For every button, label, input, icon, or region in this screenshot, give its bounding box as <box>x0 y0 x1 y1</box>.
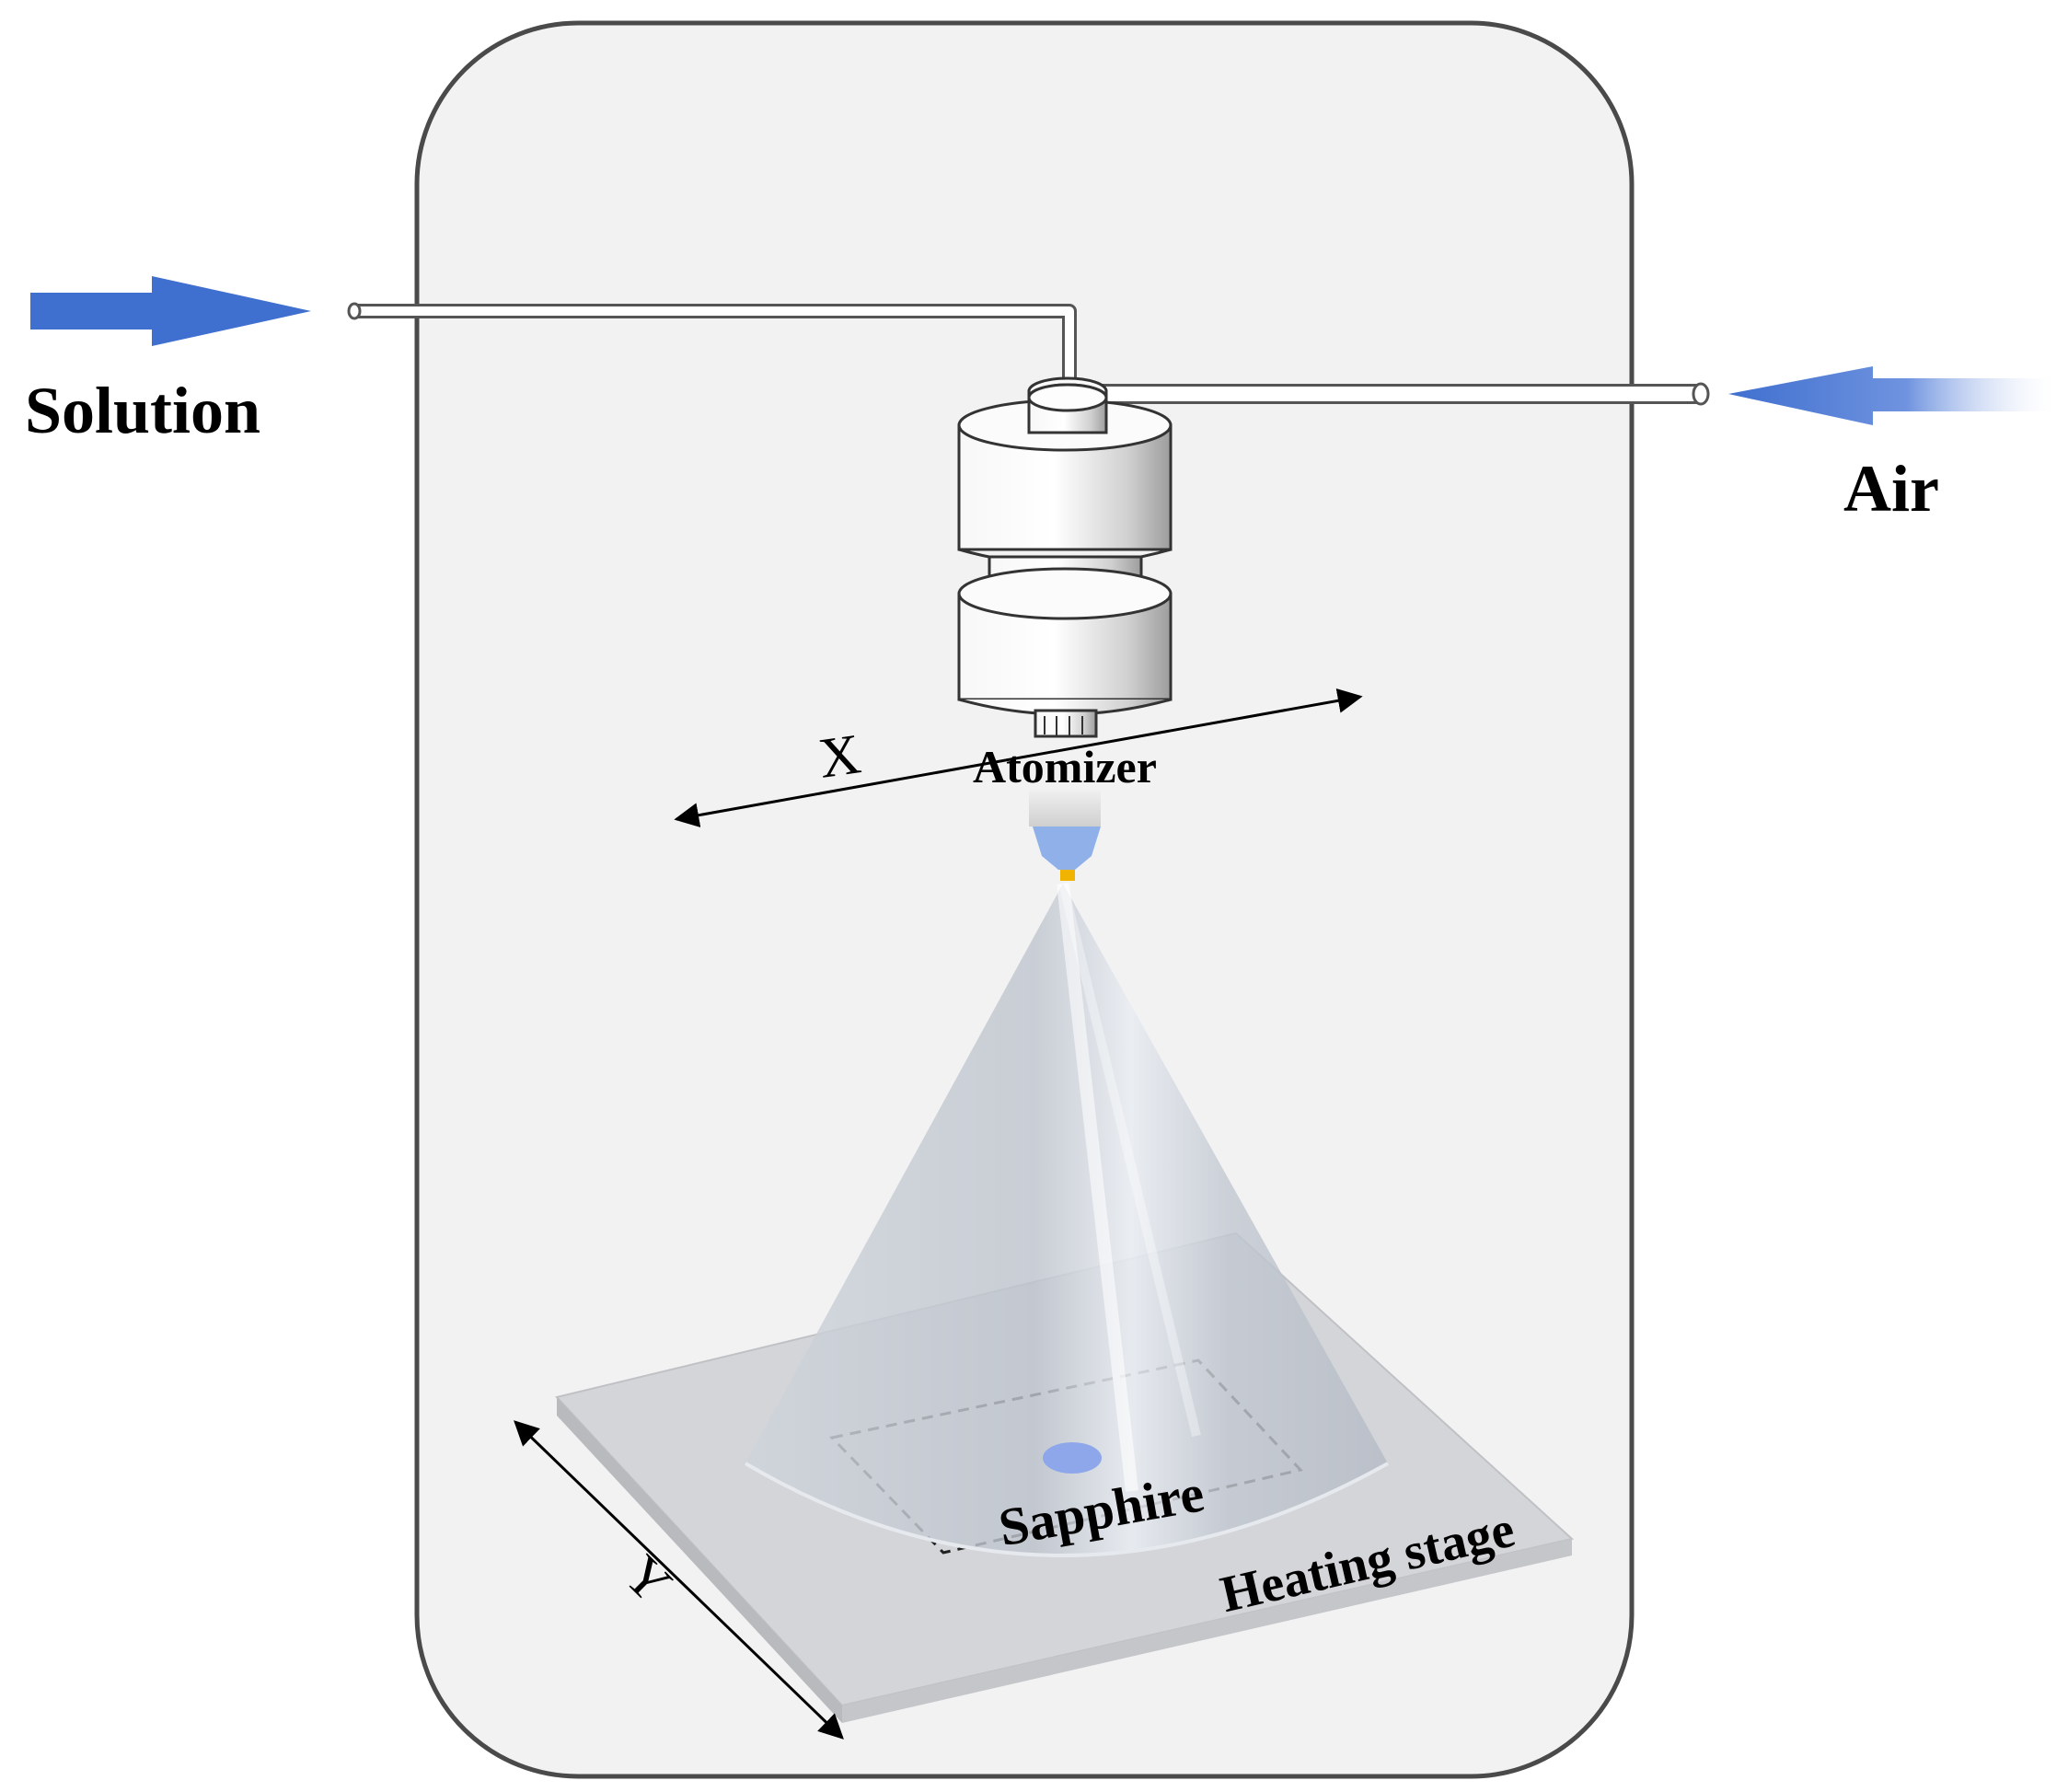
spray-cone <box>744 882 1389 1557</box>
solution-pipe <box>347 302 1077 398</box>
atomizer-label: Atomizer <box>973 741 1157 792</box>
solution-label: Solution <box>25 374 260 447</box>
air-arrow-icon <box>1728 366 2052 425</box>
y-motion-arrow <box>514 1420 844 1740</box>
x-axis-label: X <box>814 723 864 791</box>
atomizer-body <box>957 376 1173 738</box>
sapphire-spot <box>1043 1442 1102 1474</box>
solution-arrow-icon <box>30 276 311 346</box>
x-motion-arrow <box>674 688 1363 828</box>
air-pipe <box>1087 382 1710 406</box>
air-label: Air <box>1843 452 1939 526</box>
